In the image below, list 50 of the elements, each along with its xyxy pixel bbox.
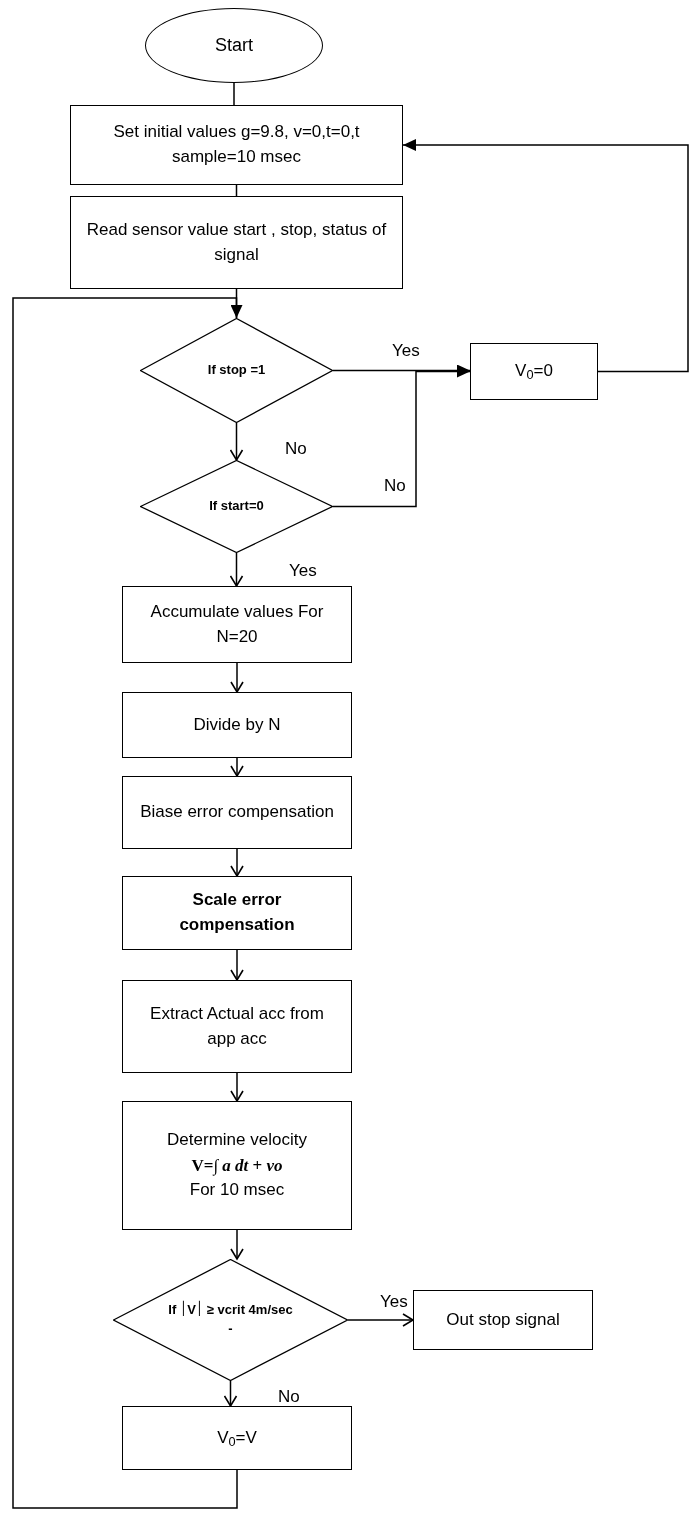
step-text: V$_{0}$=0 [515,360,553,384]
decision-text: - [228,1320,233,1338]
connector-arrow [230,757,244,777]
decision-text: If stop =1 [207,361,266,380]
decision-text: If start=0 [209,497,264,516]
process-box [70,196,403,289]
process-box [122,876,352,950]
step-text: For 10 msec [189,1179,285,1202]
step-text: Accumulate values For N=20 [149,600,325,648]
process-box [122,980,352,1073]
connector-arrow [223,1380,238,1407]
connector-arrow [230,848,244,877]
connector-arrow [229,422,244,461]
edge-label: No [382,477,408,494]
step-text: Set initial values g=9.8, v=0,t=0,t sample=10 msec [112,121,361,168]
edge-label: Yes [390,342,422,359]
process-box [413,1290,593,1350]
process-box [70,105,403,185]
edge-label: No [276,1388,302,1405]
decision-diamond [113,1259,348,1381]
step-text: V=∫ a dt + vo [191,1154,283,1178]
edge-label: Yes [287,562,319,579]
edge-label: No [283,440,309,457]
process-box [122,692,352,758]
step-text: Determine velocity [167,1129,307,1152]
decision-diamond [140,460,333,553]
decision-diamond [140,318,333,423]
step-text: Extract Actual acc from app acc [149,1002,325,1050]
process-box [122,1406,352,1470]
connector-arrow [347,1313,414,1327]
connector-arrow [229,552,244,587]
process-box [122,586,352,663]
decision-text: If ׀V׀ ≥ vcrit 4m/sec [168,1301,293,1320]
process-box [122,776,352,849]
connector-arrow [402,139,689,373]
process-box [470,343,598,400]
connector-arrow [230,1072,244,1102]
step-text: Start [215,34,253,58]
step-text: Divide by N [193,713,281,736]
process-box [122,1101,352,1230]
connector-arrow [230,662,244,693]
step-text: Biase error compensation [140,801,334,824]
step-text: Out stop signal [446,1308,560,1331]
step-text: Read sensor value start , stop, status of signal [85,218,388,266]
step-text: V$_{0}$=V [217,1426,257,1451]
connector-arrow [230,1229,244,1260]
edge-label: Yes [378,1293,410,1310]
step-text: Scale error compensation [178,889,296,936]
connector-arrow [230,949,244,981]
connector-arrow [12,297,243,1509]
